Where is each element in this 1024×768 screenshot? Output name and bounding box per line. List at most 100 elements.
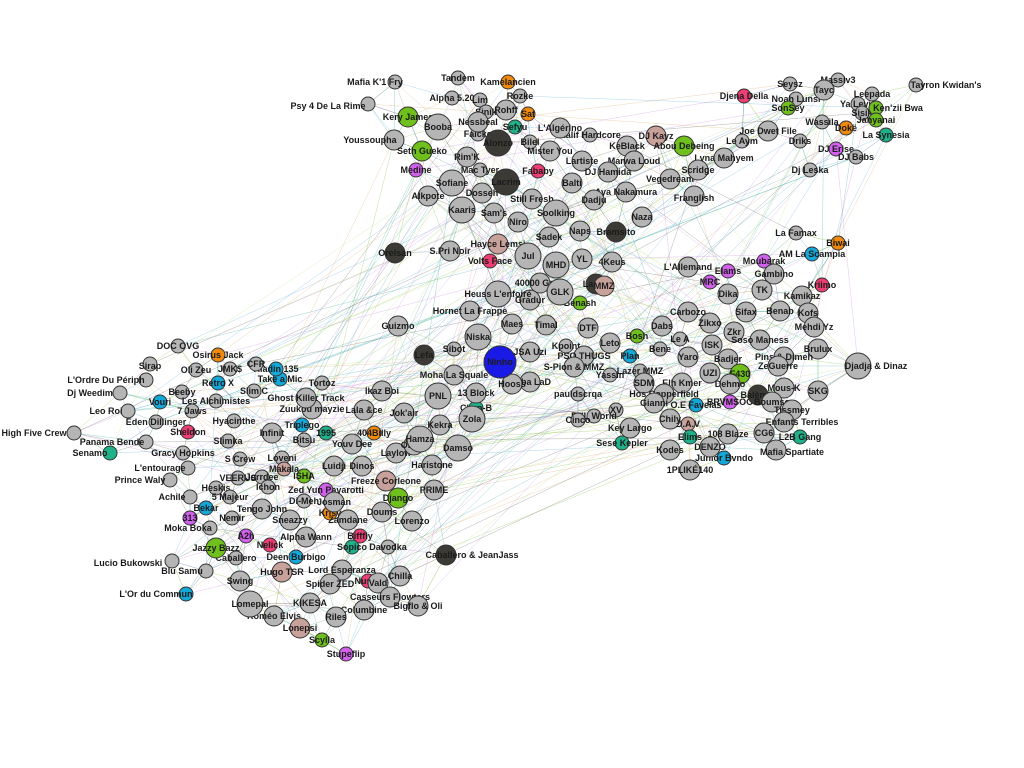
graph-node[interactable]: Zkr [723, 321, 745, 343]
graph-node[interactable]: pauldscrqa [554, 386, 603, 402]
graph-node[interactable]: Naza [631, 206, 653, 228]
graph-node[interactable]: Aya Nakamura [595, 181, 658, 203]
graph-node[interactable]: Badjer [714, 348, 743, 370]
graph-node[interactable]: Ikaz Boi [365, 380, 399, 402]
graph-node[interactable]: Le A [670, 331, 690, 347]
graph-node[interactable]: Massiv3 [820, 72, 856, 88]
graph-node[interactable]: Chily [659, 408, 681, 430]
graph-node[interactable]: Kriimo [808, 277, 837, 293]
graph-node[interactable]: Spider ZED [306, 573, 355, 595]
graph-node[interactable]: Djadja & Dinaz [844, 352, 908, 380]
graph-node[interactable]: Booba [424, 113, 453, 141]
graph-node[interactable]: Kodes [656, 439, 684, 461]
graph-node[interactable]: Le Aym [726, 133, 758, 149]
graph-node[interactable]: Enfants Terribles [766, 411, 839, 433]
graph-node[interactable]: Sopico [337, 539, 368, 555]
graph-node[interactable]: Niska [464, 323, 492, 351]
graph-node[interactable]: Lyna Mahyem [694, 147, 754, 169]
graph-node[interactable]: Mister You [527, 140, 573, 162]
graph-node[interactable]: Leepada [854, 86, 892, 102]
graph-node[interactable]: 4Keus [598, 251, 626, 273]
graph-node[interactable]: Sefyu [503, 119, 528, 135]
graph-node[interactable]: Columbine [341, 599, 388, 621]
graph-node[interactable]: Moubarak [743, 253, 787, 269]
graph-node[interactable]: Youssoupha [343, 129, 405, 151]
graph-node[interactable]: Slim C [240, 383, 269, 399]
graph-node[interactable]: L'Algérino [538, 117, 583, 139]
graph-node[interactable]: Zola [458, 405, 486, 433]
graph-node[interactable]: Bigflo & Oli [394, 595, 443, 617]
graph-node[interactable]: L2B Gang [779, 429, 822, 445]
graph-node[interactable]: Caballero [215, 550, 257, 566]
graph-node[interactable]: PRIME [420, 479, 449, 501]
graph-node[interactable]: Slimka [213, 433, 243, 449]
graph-node[interactable]: Loveni [267, 450, 297, 466]
graph-node[interactable]: Elh Kmer [662, 372, 702, 394]
graph-node[interactable]: MHD [542, 251, 570, 279]
graph-node[interactable]: Gambino [754, 263, 794, 285]
graph-node[interactable]: Mafia Spartiate [760, 439, 824, 461]
graph-node[interactable]: Triplego [284, 417, 320, 433]
graph-node[interactable]: DJ Babs [838, 149, 874, 165]
graph-node[interactable]: Key Largo [608, 417, 653, 439]
graph-node[interactable]: Dabs [651, 315, 673, 337]
graph-node[interactable]: PNL World [571, 408, 617, 424]
graph-node[interactable]: Deen Burbigo [266, 549, 326, 565]
graph-node[interactable]: Osirus Jack [192, 347, 245, 363]
graph-node[interactable]: Les Alchimistes [182, 393, 250, 409]
graph-node[interactable]: Hornet La Frappe [433, 300, 508, 322]
graph-node[interactable]: La Famax [775, 225, 817, 241]
graph-node[interactable]: Plan [620, 348, 640, 364]
graph-node[interactable]: Dika [717, 283, 739, 305]
graph-node[interactable]: DJ Erise [818, 141, 854, 157]
graph-node[interactable]: Zamdane [328, 509, 368, 531]
graph-node[interactable]: Dj Weedim [67, 385, 128, 401]
graph-node[interactable]: TK [751, 279, 773, 301]
graph-node[interactable]: Scylla [309, 632, 336, 648]
graph-node[interactable]: Junior Bvndo [695, 450, 754, 466]
graph-node[interactable]: Nessbeal [458, 111, 498, 133]
graph-node[interactable]: Lonepsi [283, 617, 318, 639]
graph-node[interactable]: Senamo [72, 445, 118, 461]
graph-node[interactable]: Sofiane [436, 169, 469, 197]
graph-node[interactable]: Bekar [193, 500, 219, 516]
graph-node[interactable]: O.E Favelas [670, 397, 722, 413]
graph-node[interactable]: Damso [443, 434, 474, 462]
graph-node[interactable]: DJ Hamida [585, 161, 633, 183]
graph-node[interactable]: ZeGuerre [758, 355, 798, 377]
graph-node[interactable]: Benab [766, 300, 794, 322]
graph-node[interactable]: Mous-K [768, 377, 801, 399]
graph-node[interactable]: KIKESA [293, 592, 328, 614]
graph-node[interactable]: DENZO [694, 436, 726, 458]
graph-node[interactable]: Hyacinthe [212, 413, 256, 429]
graph-node[interactable]: Kekra [427, 414, 453, 436]
graph-node[interactable]: 1PLIKÉ140 [667, 459, 714, 481]
graph-node[interactable]: Carbozo [670, 301, 707, 323]
graph-node[interactable]: Lomepal [231, 590, 269, 618]
graph-node[interactable]: Kalif Hardcore [559, 127, 621, 143]
graph-node[interactable]: Volts Face [468, 253, 512, 269]
graph-node[interactable]: 13 Block [457, 382, 495, 404]
graph-node[interactable]: Balti [561, 172, 583, 194]
graph-node[interactable]: Naps [569, 220, 591, 242]
graph-node[interactable]: S.Pri Noir [429, 240, 471, 262]
graph-node[interactable]: Gianni [640, 392, 668, 414]
graph-node[interactable]: Chilla [388, 565, 413, 587]
graph-node[interactable]: Ghost Killer Track [267, 387, 346, 409]
graph-node[interactable]: Jazzy Bazz [192, 537, 240, 559]
graph-node[interactable]: Bilel [520, 134, 540, 150]
graph-node[interactable]: VEERUS [219, 470, 257, 486]
graph-node[interactable]: Moha La Squale [420, 364, 489, 386]
graph-node[interactable]: AM La Scampia [779, 246, 847, 262]
graph-node[interactable]: S-Pion & MMZ [544, 356, 605, 378]
graph-node[interactable]: Vald [367, 572, 389, 594]
graph-node[interactable]: Jok'air [390, 402, 419, 424]
graph-node[interactable]: Boumso [754, 391, 791, 413]
graph-node[interactable]: Oli Zeu [181, 362, 212, 378]
graph-node[interactable]: Dj Leska [791, 162, 829, 178]
graph-node[interactable]: Retro X [202, 375, 234, 391]
graph-node[interactable]: XV [608, 402, 624, 418]
graph-node[interactable]: Infinit [260, 422, 285, 444]
graph-node[interactable]: Sadek [536, 226, 564, 248]
graph-node[interactable]: Wassila [805, 114, 840, 130]
